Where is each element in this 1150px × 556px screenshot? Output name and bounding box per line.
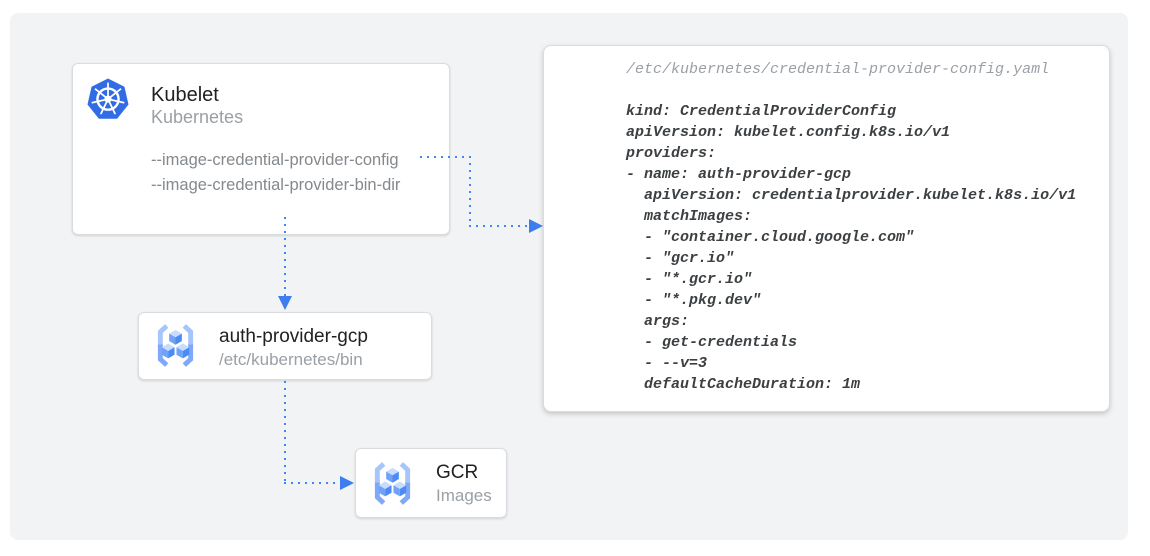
gcr-subtitle: Images [436, 486, 492, 505]
container-registry-icon [152, 323, 199, 368]
kubelet-subtitle: Kubernetes [151, 107, 244, 127]
arrowhead-to-config-icon [529, 219, 543, 233]
arrowhead-to-auth-icon [278, 296, 292, 310]
gcr-title: GCR [436, 462, 479, 483]
kubelet-node: Kubelet Kubernetes --image-credential-pr… [72, 63, 450, 235]
container-registry-icon [369, 461, 416, 506]
credential-provider-config-node: /etc/kubernetes/credential-provider-conf… [543, 45, 1110, 412]
kubernetes-logo-icon [86, 78, 130, 122]
kubelet-title: Kubelet [151, 84, 219, 106]
flag-image-credential-provider-bin-dir: --image-credential-provider-bin-dir [151, 176, 401, 194]
arrowhead-to-gcr-icon [340, 476, 354, 490]
connector-config-flag-segment-3 [469, 225, 529, 227]
connector-config-flag-segment-1 [420, 156, 471, 158]
auth-provider-title: auth-provider-gcp [219, 326, 368, 347]
connector-auth-to-gcr-segment-2 [284, 482, 341, 484]
connector-config-flag-segment-2 [469, 156, 471, 227]
connector-auth-to-gcr-segment-1 [284, 381, 286, 483]
config-yaml-content: kind: CredentialProviderConfig apiVersio… [626, 103, 1077, 393]
config-file-path: /etc/kubernetes/credential-provider-conf… [626, 61, 1050, 78]
connector-kubelet-to-auth-segment [284, 217, 286, 297]
auth-provider-gcp-node: auth-provider-gcp /etc/kubernetes/bin [138, 312, 432, 380]
kubelet-flags: --image-credential-provider-config --ima… [151, 148, 400, 198]
auth-provider-subtitle: /etc/kubernetes/bin [219, 350, 363, 369]
gcr-node: GCR Images [355, 448, 507, 518]
flag-image-credential-provider-config: --image-credential-provider-config [151, 151, 399, 169]
